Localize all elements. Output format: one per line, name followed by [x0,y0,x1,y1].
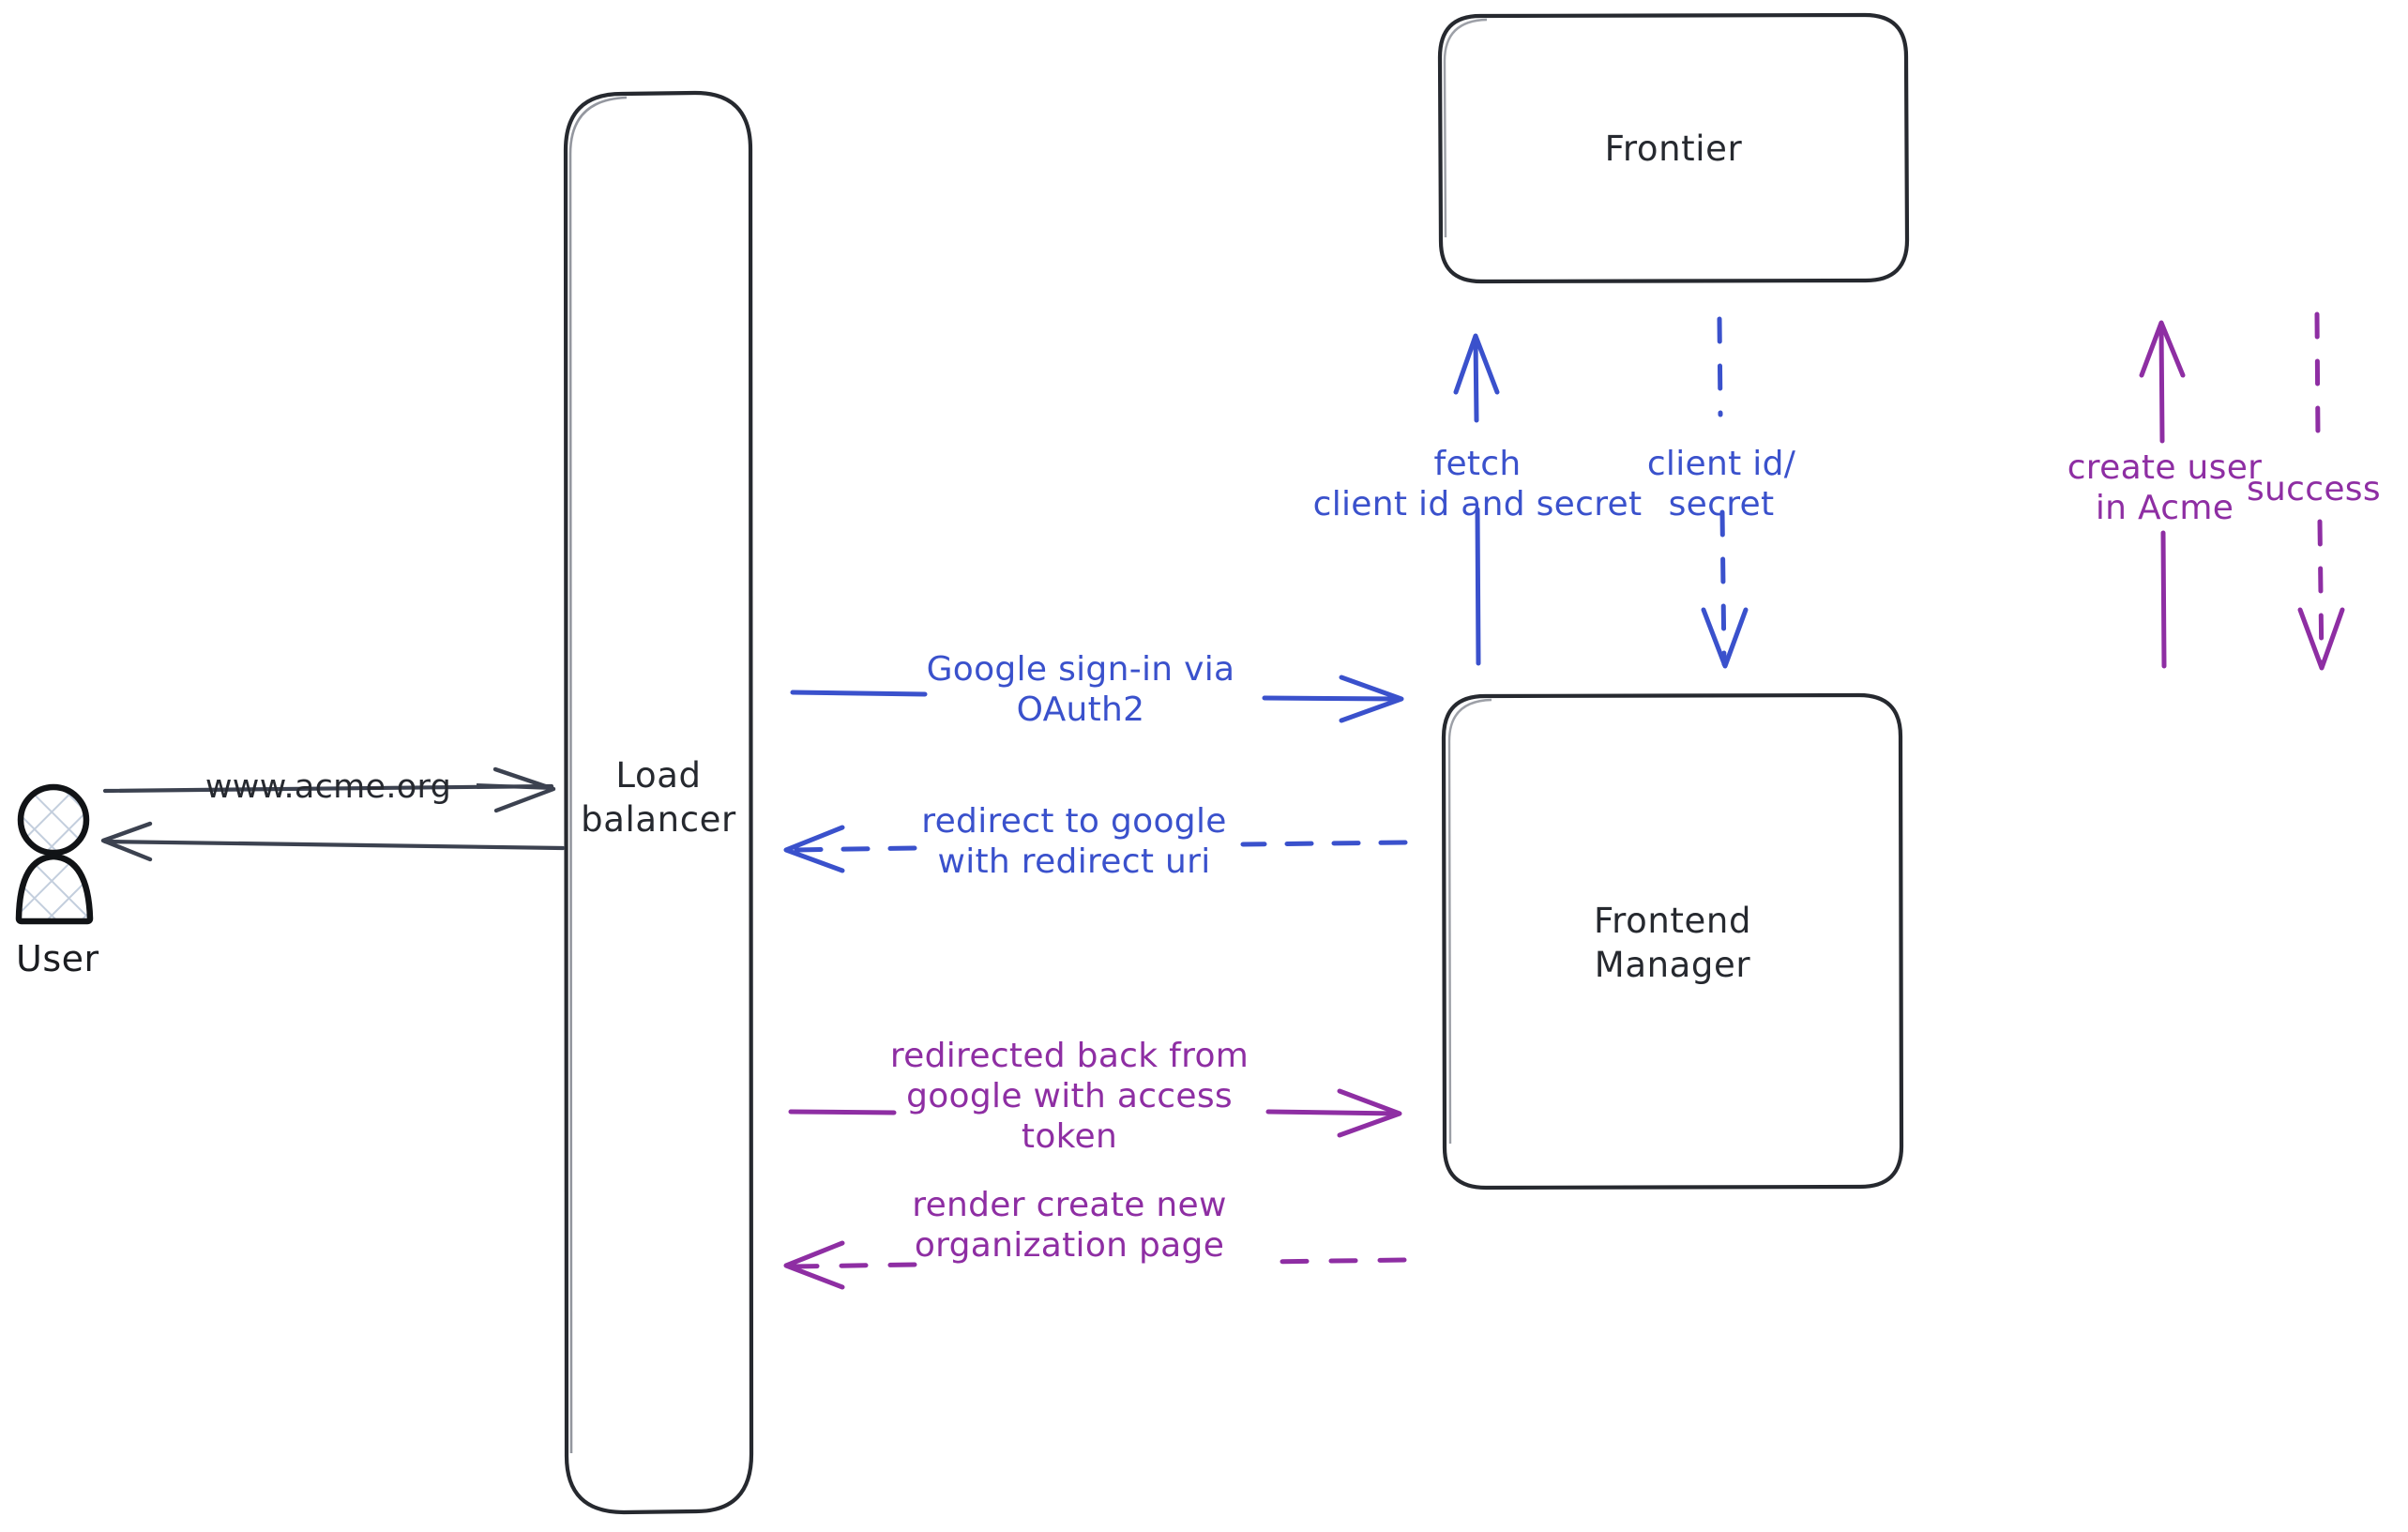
frontier-shape[interactable] [1437,12,1910,284]
edge-user-to-load-balancer [102,766,556,813]
edge-create-user-success [2297,311,2345,671]
user-actor-icon [15,783,94,925]
load-balancer-shape[interactable] [563,90,754,1515]
edge-google-sign-in-request [790,675,1404,723]
edge-create-user-in-acme [2139,320,2186,669]
edge-load-balancer-to-user [100,821,566,862]
frontend-manager-shape[interactable] [1441,692,1904,1191]
edge-client-credentials-response [1701,316,1749,669]
edge-redirect-to-google-response [783,825,1408,873]
user-actor-caption: User [16,938,99,979]
edge-render-create-organization-page [783,1240,1407,1290]
edge-fetch-client-credentials [1453,333,1500,666]
edge-redirected-back-with-token [788,1088,1402,1138]
